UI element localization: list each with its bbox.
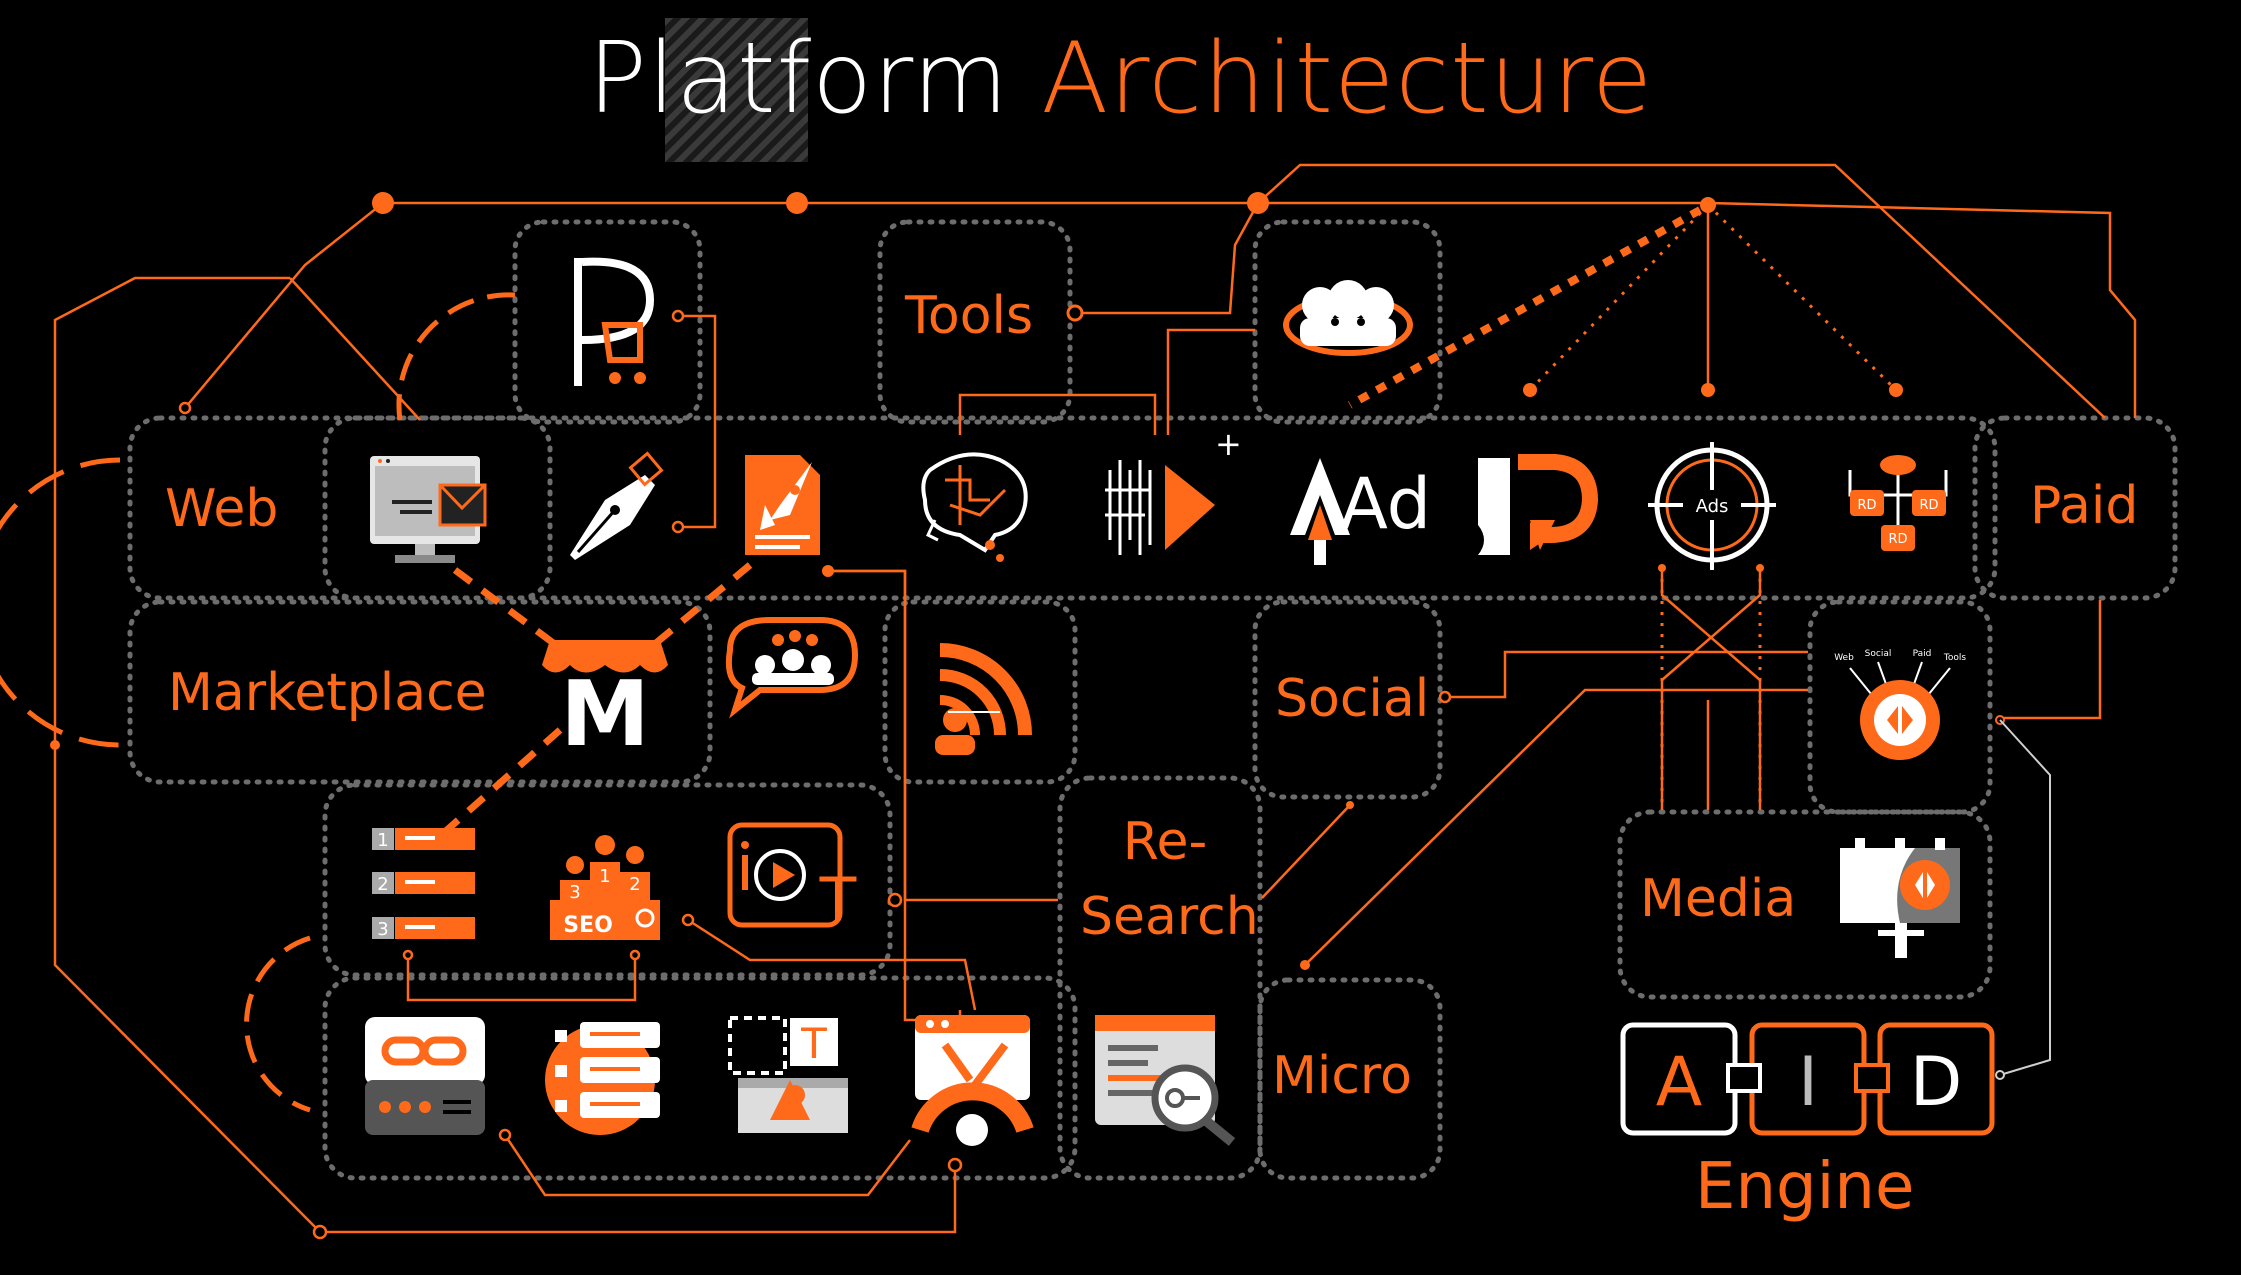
connector-line bbox=[184, 202, 384, 409]
settings-tools-icon bbox=[911, 1015, 1034, 1146]
dashed-link bbox=[647, 562, 753, 651]
marketplace-box bbox=[127, 599, 713, 785]
label-web: Web bbox=[165, 479, 279, 539]
svg-text:1: 1 bbox=[377, 830, 388, 851]
community-icon bbox=[1283, 280, 1413, 356]
connector-line bbox=[1257, 163, 2106, 419]
page-title: Platform Architecture bbox=[0, 22, 2241, 136]
rd-text: RD bbox=[1857, 498, 1876, 513]
tools-row-box bbox=[322, 975, 1078, 1181]
svg-text:3: 3 bbox=[569, 882, 580, 903]
title-hatch-decoration bbox=[665, 18, 808, 162]
rocket-document-icon bbox=[745, 455, 825, 555]
maze-play-icon: + bbox=[1105, 425, 1242, 555]
aid-engine-logo: A I D bbox=[1620, 1022, 1995, 1136]
iot-video-icon: T bbox=[727, 822, 857, 935]
rss-icon bbox=[935, 643, 1032, 755]
seo-box bbox=[322, 782, 893, 978]
icon-row-box bbox=[322, 415, 1998, 601]
engine-letter-a: A bbox=[1656, 1043, 1703, 1122]
dashed-link bbox=[427, 727, 563, 848]
micro-box bbox=[1257, 977, 1443, 1181]
svg-text:2: 2 bbox=[377, 874, 388, 895]
numbered-list-icon: 1 2 3 bbox=[372, 828, 475, 940]
web-box bbox=[127, 415, 553, 601]
badge-tools-label: Tools bbox=[1943, 653, 1966, 663]
seo-podium-icon: 3 1 2 SEO bbox=[550, 835, 660, 940]
p-arrow-icon bbox=[1478, 454, 1599, 555]
svg-text:T: T bbox=[800, 1019, 827, 1068]
label-paid: Paid bbox=[2030, 476, 2139, 536]
monitor-email-icon bbox=[370, 456, 487, 563]
p-logo-icon bbox=[574, 257, 655, 386]
node-dot bbox=[786, 192, 808, 214]
label-social: Social bbox=[1275, 669, 1430, 729]
checklist-icon bbox=[545, 1022, 660, 1135]
badge-paid-label: Paid bbox=[1913, 649, 1932, 659]
engine-letter-i: I bbox=[1798, 1043, 1818, 1122]
p-logo-box bbox=[512, 219, 703, 425]
svg-text:1: 1 bbox=[599, 866, 610, 887]
paid-box bbox=[1972, 415, 2178, 601]
design-text-icon: T bbox=[728, 1016, 848, 1133]
title-part-architecture: Architecture bbox=[1041, 22, 1654, 136]
rd-text: RD bbox=[1919, 498, 1938, 513]
chat-group-icon bbox=[725, 617, 859, 719]
label-research: Re- Search bbox=[1080, 812, 1259, 948]
label-tools: Tools bbox=[905, 286, 1034, 346]
rd-text: RD bbox=[1888, 532, 1907, 547]
left-outer-connector bbox=[53, 276, 957, 1234]
connector-line bbox=[1258, 201, 2137, 418]
title-part-platform: Platform bbox=[587, 22, 1010, 136]
rss-box bbox=[882, 599, 1078, 785]
brain-circuit-icon bbox=[921, 452, 1028, 562]
dashed-arc bbox=[0, 457, 121, 748]
badge-social-label: Social bbox=[1865, 649, 1892, 659]
pen-nib-icon bbox=[570, 451, 664, 560]
billboard-icon bbox=[1840, 838, 1960, 958]
ads-text: Ads bbox=[1696, 496, 1729, 517]
search-key-icon bbox=[1095, 1015, 1236, 1146]
label-media: Media bbox=[1640, 869, 1797, 929]
label-marketplace: Marketplace bbox=[168, 663, 487, 723]
seo-text: SEO bbox=[563, 913, 613, 938]
platform-badge-icon: Web Social Paid Tools bbox=[1834, 649, 1966, 760]
label-engine: Engine bbox=[1695, 1150, 1915, 1224]
research-box bbox=[1057, 775, 1263, 1181]
ad-icon: Ad bbox=[1290, 458, 1431, 565]
engine-letter-d: D bbox=[1910, 1043, 1962, 1122]
ads-target-icon: Ads bbox=[1648, 442, 1776, 570]
svg-text:M: M bbox=[560, 662, 650, 767]
community-box bbox=[1252, 219, 1443, 425]
svg-text:+: + bbox=[1215, 425, 1242, 463]
tools-connector bbox=[1075, 202, 1260, 315]
svg-text:2: 2 bbox=[629, 874, 640, 895]
svg-text:3: 3 bbox=[377, 919, 388, 940]
link-server-icon bbox=[365, 1017, 485, 1135]
network-rd-icon: RD RD RD bbox=[1848, 455, 1948, 551]
label-micro: Micro bbox=[1272, 1046, 1412, 1106]
badge-web-label: Web bbox=[1834, 653, 1854, 663]
marketplace-store-icon: M bbox=[542, 640, 668, 767]
media-box bbox=[1617, 809, 1993, 1000]
dashed-link bbox=[452, 567, 563, 651]
svg-text:T: T bbox=[819, 865, 857, 935]
tools-box bbox=[877, 219, 1073, 425]
badge-box bbox=[1807, 599, 1993, 815]
ad-text: Ad bbox=[1340, 463, 1431, 545]
